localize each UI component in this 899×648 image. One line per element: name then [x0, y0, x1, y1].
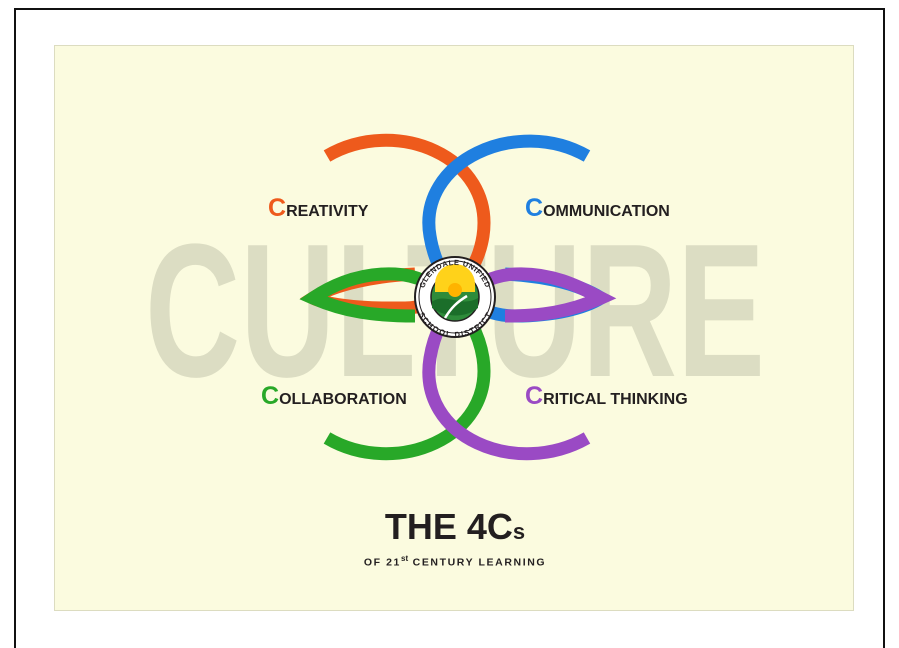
district-seal: GLENDALE UNIFIED SCHOOL DISTRICT: [414, 256, 496, 339]
tagline-sup: st: [401, 554, 409, 563]
title-suffix: s: [512, 519, 526, 544]
creativity-label: CREATIVITY: [268, 194, 368, 223]
critical-thinking-initial: C: [525, 382, 544, 410]
collaboration-label: COLLABORATION: [261, 382, 407, 411]
collaboration-initial: C: [261, 382, 280, 410]
communication-text: OMMUNICATION: [543, 203, 670, 220]
communication-initial: C: [525, 194, 544, 222]
tagline-after: CENTURY LEARNING: [408, 556, 547, 569]
creativity-initial: C: [268, 194, 287, 222]
critical-thinking-label: CRITICAL THINKING: [525, 382, 688, 411]
poster-artwork: CULTURE GLENDALE UNIFIED SCHOO: [145, 133, 765, 461]
critical-thinking-text: RITICAL THINKING: [543, 391, 688, 408]
tagline-before: OF 21: [363, 556, 401, 569]
poster-title: THE 4Cs: [55, 506, 853, 548]
collaboration-text: OLLABORATION: [279, 391, 407, 408]
poster-panel: CULTURE GLENDALE UNIFIED SCHOO: [54, 45, 854, 611]
communication-label: COMMUNICATION: [525, 194, 670, 223]
creativity-text: REATIVITY: [286, 203, 369, 220]
title-main: THE 4C: [384, 506, 513, 547]
poster-tagline: OF 21st CENTURY LEARNING: [55, 554, 853, 569]
